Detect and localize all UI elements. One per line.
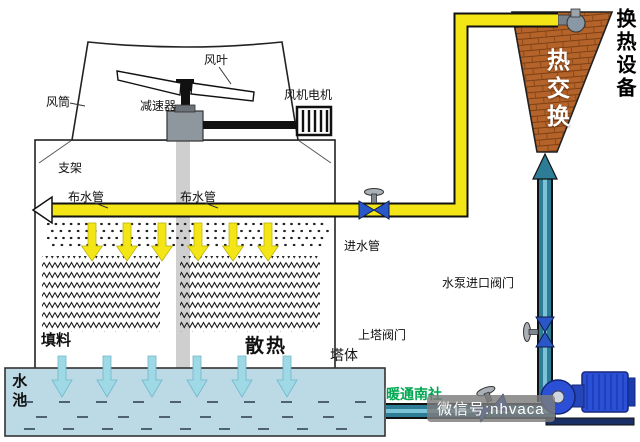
water-pool-label: 水池 xyxy=(10,373,28,411)
air-duct-leader-line xyxy=(69,102,86,107)
fan-blade-left xyxy=(116,70,182,96)
fan-blade-label: 风叶 xyxy=(204,53,229,67)
motor-link-shaft xyxy=(203,121,297,129)
fan-motor-label: 风机电机 xyxy=(284,88,333,102)
heat-dissipation-label: 散热 xyxy=(245,336,288,357)
reducer-label: 减速器 xyxy=(140,99,177,113)
riser-flow-arrowhead xyxy=(532,152,558,180)
dist-pipe-left-label: 布水管 xyxy=(68,190,105,204)
fill-material-blocks xyxy=(42,256,320,332)
water-pump xyxy=(540,371,636,426)
watermark-wechat-badge: 微信号:nhvaca xyxy=(427,395,555,422)
fan-blade-right xyxy=(190,82,255,102)
dist-pipe-right-label: 布水管 xyxy=(180,190,217,204)
support-struts xyxy=(38,139,332,164)
fan-assembly xyxy=(69,66,333,142)
water-surface-dashes xyxy=(22,401,372,430)
spray-arrows xyxy=(80,222,280,262)
heat-exchange-label: 热交换 xyxy=(543,48,570,132)
exchanger-inlet-fitting xyxy=(557,8,586,33)
upper-tower-valve-label: 上塔阀门 xyxy=(358,328,407,342)
air-duct-label: 风筒 xyxy=(46,95,71,109)
reducer-box xyxy=(166,110,204,142)
label-leader-lines xyxy=(94,202,219,209)
heat-exchange-equipment-label: 换热设备 xyxy=(613,8,635,100)
pump-inlet-valve-label: 水泵进口阀门 xyxy=(442,276,515,290)
fan-motor-icon xyxy=(295,105,333,137)
tower-body-label: 塔体 xyxy=(330,347,358,363)
fan-shaft xyxy=(181,84,190,114)
inlet-pipe-label: 进水管 xyxy=(344,239,381,253)
fill-material-label: 填料 xyxy=(41,332,72,349)
support-label: 支架 xyxy=(58,161,83,175)
fan-blade-leader-line xyxy=(218,66,232,85)
drive-shaft xyxy=(176,141,190,368)
pump-base xyxy=(545,417,635,426)
falling-water-arrows xyxy=(51,355,298,398)
riser-pipe xyxy=(532,152,558,402)
hot-water-pipe xyxy=(31,12,558,225)
pipe-outlet-arrowhead xyxy=(31,195,53,225)
